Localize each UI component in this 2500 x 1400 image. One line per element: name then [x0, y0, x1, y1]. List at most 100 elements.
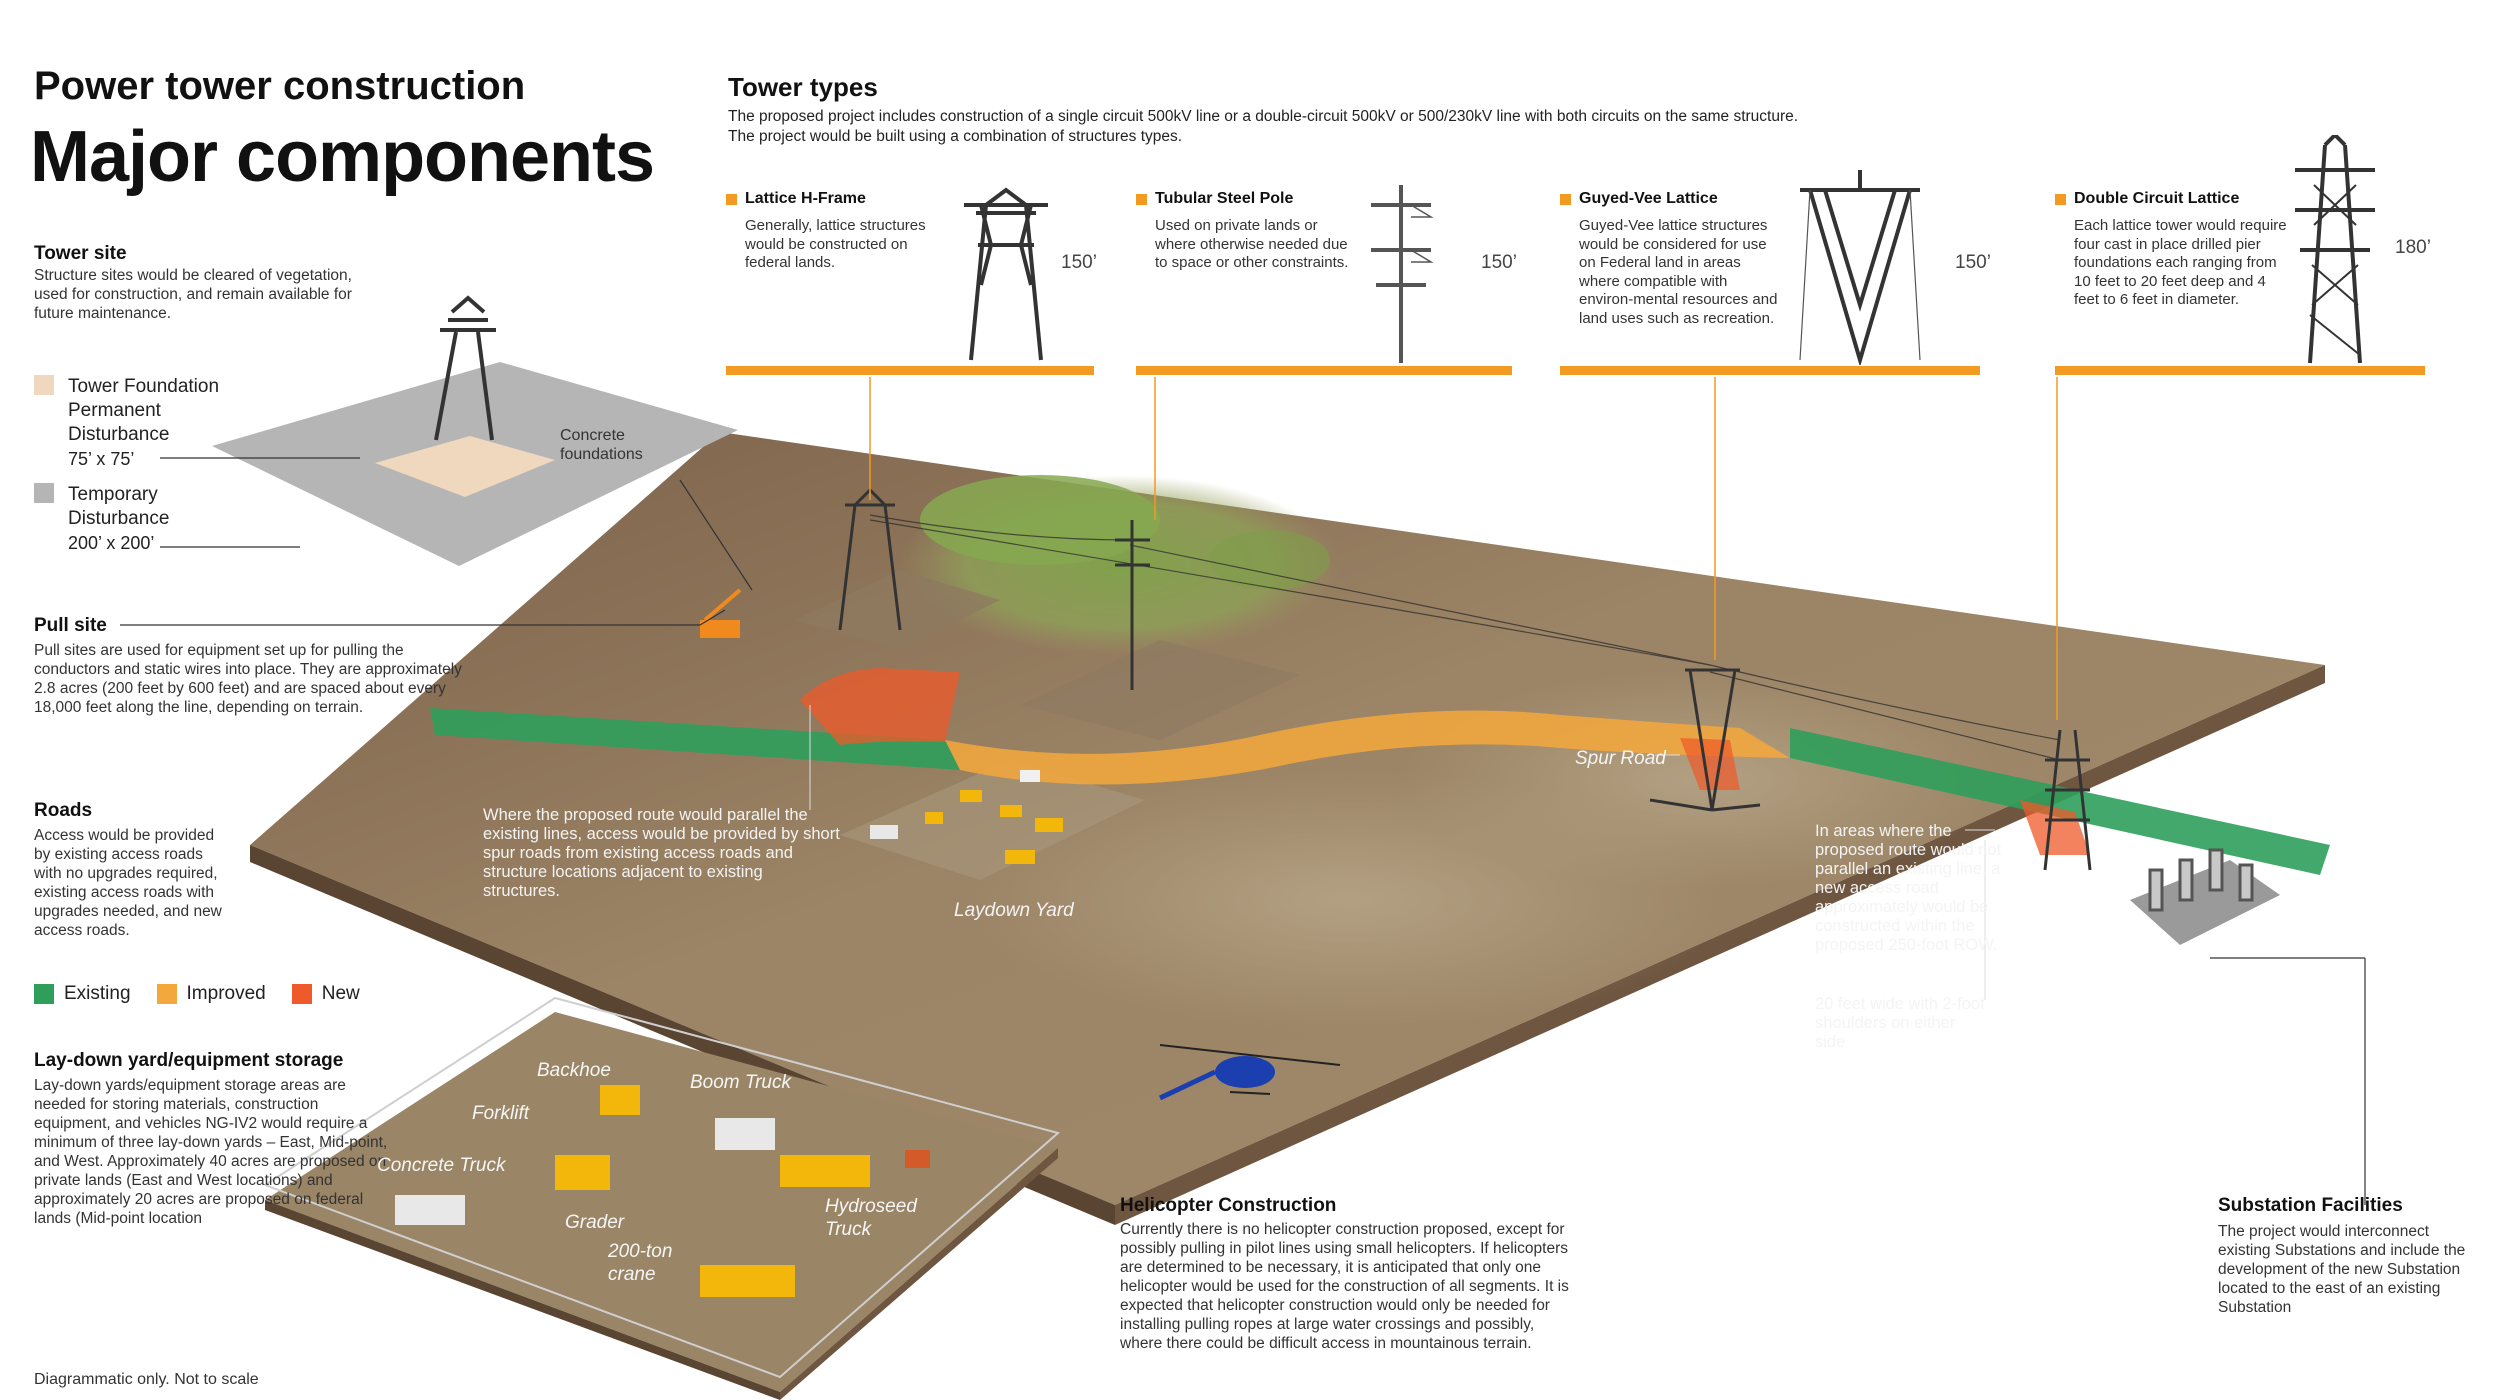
parallel-route-note: Where the proposed route would parallel …	[483, 806, 840, 900]
guyed-vee-lattice-icon	[1799, 170, 1921, 365]
accent-bar	[2055, 366, 2425, 375]
helicopter-title: Helicopter Construction	[1120, 1195, 1337, 1216]
tower-double-circuit	[2043, 729, 2092, 871]
leader-lines	[120, 457, 2366, 1205]
tower-site-desc: Structure sites would be cleared of vege…	[34, 267, 352, 322]
spur-road	[1680, 738, 1740, 790]
laydown-desc: Lay-down yards/equipment storage areas a…	[34, 1077, 388, 1227]
tower-lattice-h-frame	[838, 487, 902, 631]
temporary-size: 200’ x 200’	[68, 533, 155, 553]
terrain-towers	[838, 487, 2092, 871]
tower-type-tubular-steel-pole: Tubular Steel Pole Used on private lands…	[1136, 185, 1517, 375]
legend-improved: Improved	[156, 983, 266, 1005]
label-crane: 200-ton crane	[608, 1241, 673, 1285]
laydown-yard-pad	[840, 760, 1145, 880]
tower-type-name: Double Circuit Lattice	[2074, 190, 2240, 207]
tower-types-intro-line2: The project would be built using a combi…	[728, 128, 1183, 145]
accent-square	[2055, 193, 2066, 205]
shoulder-note: 20 feet wide with 2-foot shoulders on ei…	[1815, 995, 1985, 1051]
transmission-lines	[869, 514, 2061, 761]
tower-height: 180’	[2395, 237, 2431, 258]
roads-desc: Access would be provided by existing acc…	[34, 827, 222, 939]
page-subtitle: Power tower construction	[34, 64, 526, 108]
tower-type-desc: Each lattice tower would require four ca…	[2074, 217, 2287, 308]
tower-pad-2	[1020, 640, 1300, 740]
tower-type-desc: Generally, lattice structures would be c…	[745, 217, 926, 271]
new-road-note: In areas where the proposed route would …	[1815, 822, 2002, 954]
label-boom-truck: Boom Truck	[690, 1072, 792, 1093]
tower-type-name: Tubular Steel Pole	[1155, 190, 1294, 207]
tower-guyed-vee	[1649, 668, 1761, 812]
legend-new-label: New	[321, 983, 360, 1004]
accent-bar	[726, 366, 1094, 375]
label-hydroseed-truck: Hydroseed Truck	[825, 1196, 917, 1240]
concrete-foundations-label: Concrete foundations	[560, 427, 643, 463]
label-concrete-truck: Concrete Truck	[377, 1155, 506, 1176]
existing-road-east	[1790, 728, 2330, 875]
accent-square	[1136, 193, 1147, 205]
foundation-swatch	[34, 375, 54, 395]
existing-road-west	[430, 708, 960, 770]
tower-types-intro-line1: The proposed project includes constructi…	[728, 108, 1799, 125]
laydown-yard-inset	[264, 996, 1061, 1400]
double-circuit-lattice-icon	[2295, 135, 2375, 364]
tower-tubular-pole	[1115, 520, 1150, 690]
tower-type-leaders	[869, 377, 2058, 720]
improved-swatch	[156, 984, 177, 1004]
roads-legend: Existing Improved New	[34, 983, 360, 1005]
label-backhoe: Backhoe	[537, 1060, 611, 1081]
tower-type-double-circuit-lattice: Double Circuit Lattice Each lattice towe…	[2055, 135, 2431, 375]
spur-road-label: Spur Road	[1575, 748, 1666, 769]
tower-type-guyed-vee-lattice: Guyed-Vee Lattice Guyed-Vee lattice stru…	[1560, 170, 1991, 375]
inset-tower-icon	[434, 295, 496, 441]
new-road-east	[2020, 800, 2090, 855]
map-callout-lines	[809, 705, 1995, 1000]
tower-height: 150’	[1061, 252, 1097, 273]
accent-square	[1560, 193, 1571, 205]
footer-note: Diagrammatic only. Not to scale	[34, 1371, 259, 1388]
accent-square	[726, 193, 737, 205]
substation-facility	[2130, 848, 2280, 945]
temporary-legend: Temporary Disturbance 200’ x 200’	[34, 483, 188, 554]
legend-new: New	[291, 983, 360, 1005]
tower-type-name: Lattice H-Frame	[745, 190, 866, 207]
pull-site-crane	[700, 588, 742, 638]
foundation-size: 75’ x 75’	[68, 449, 135, 469]
laydown-title: Lay-down yard/equipment storage	[34, 1050, 344, 1071]
new-swatch	[291, 984, 312, 1004]
lattice-h-frame-icon	[964, 187, 1048, 361]
page-title: Major components	[30, 117, 655, 197]
tower-type-name: Guyed-Vee Lattice	[1579, 190, 1718, 207]
substation-title: Substation Facilities	[2218, 1195, 2403, 1216]
pull-site-desc: Pull sites are used for equipment set up…	[34, 642, 462, 716]
foundation-label: Tower Foundation Permanent Disturbance	[68, 376, 220, 445]
foundation-legend: Tower Foundation Permanent Disturbance 7…	[34, 375, 248, 470]
access-roads	[430, 668, 2330, 875]
tower-height: 150’	[1955, 252, 1991, 273]
improved-road	[945, 710, 1790, 785]
temporary-swatch	[34, 483, 54, 503]
laydown-yard-label: Laydown Yard	[954, 900, 1074, 921]
tower-type-desc: Guyed-Vee lattice structures would be co…	[1579, 217, 1778, 327]
accent-bar	[1136, 366, 1512, 375]
tower-type-desc: Used on private lands or where otherwise…	[1155, 217, 1349, 271]
helicopter	[1158, 1044, 1341, 1101]
tubular-steel-pole-icon	[1371, 185, 1434, 363]
roads-title: Roads	[34, 800, 93, 821]
pull-site-title: Pull site	[34, 615, 107, 636]
existing-swatch	[34, 984, 54, 1004]
label-grader: Grader	[565, 1212, 625, 1233]
label-forklift: Forklift	[472, 1103, 529, 1124]
legend-existing-label: Existing	[64, 983, 131, 1004]
tower-site-title: Tower site	[34, 243, 127, 264]
tower-height: 150’	[1481, 252, 1517, 273]
tower-types-title: Tower types	[728, 72, 878, 102]
legend-existing: Existing	[34, 983, 131, 1005]
tower-type-lattice-h-frame: Lattice H-Frame Generally, lattice struc…	[726, 187, 1097, 375]
substation-desc: The project would interconnect existing …	[2218, 1223, 2466, 1316]
accent-bar	[1560, 366, 1980, 375]
new-road-west	[800, 668, 960, 745]
legend-improved-label: Improved	[186, 983, 266, 1004]
helicopter-desc: Currently there is no helicopter constru…	[1120, 1221, 1569, 1352]
